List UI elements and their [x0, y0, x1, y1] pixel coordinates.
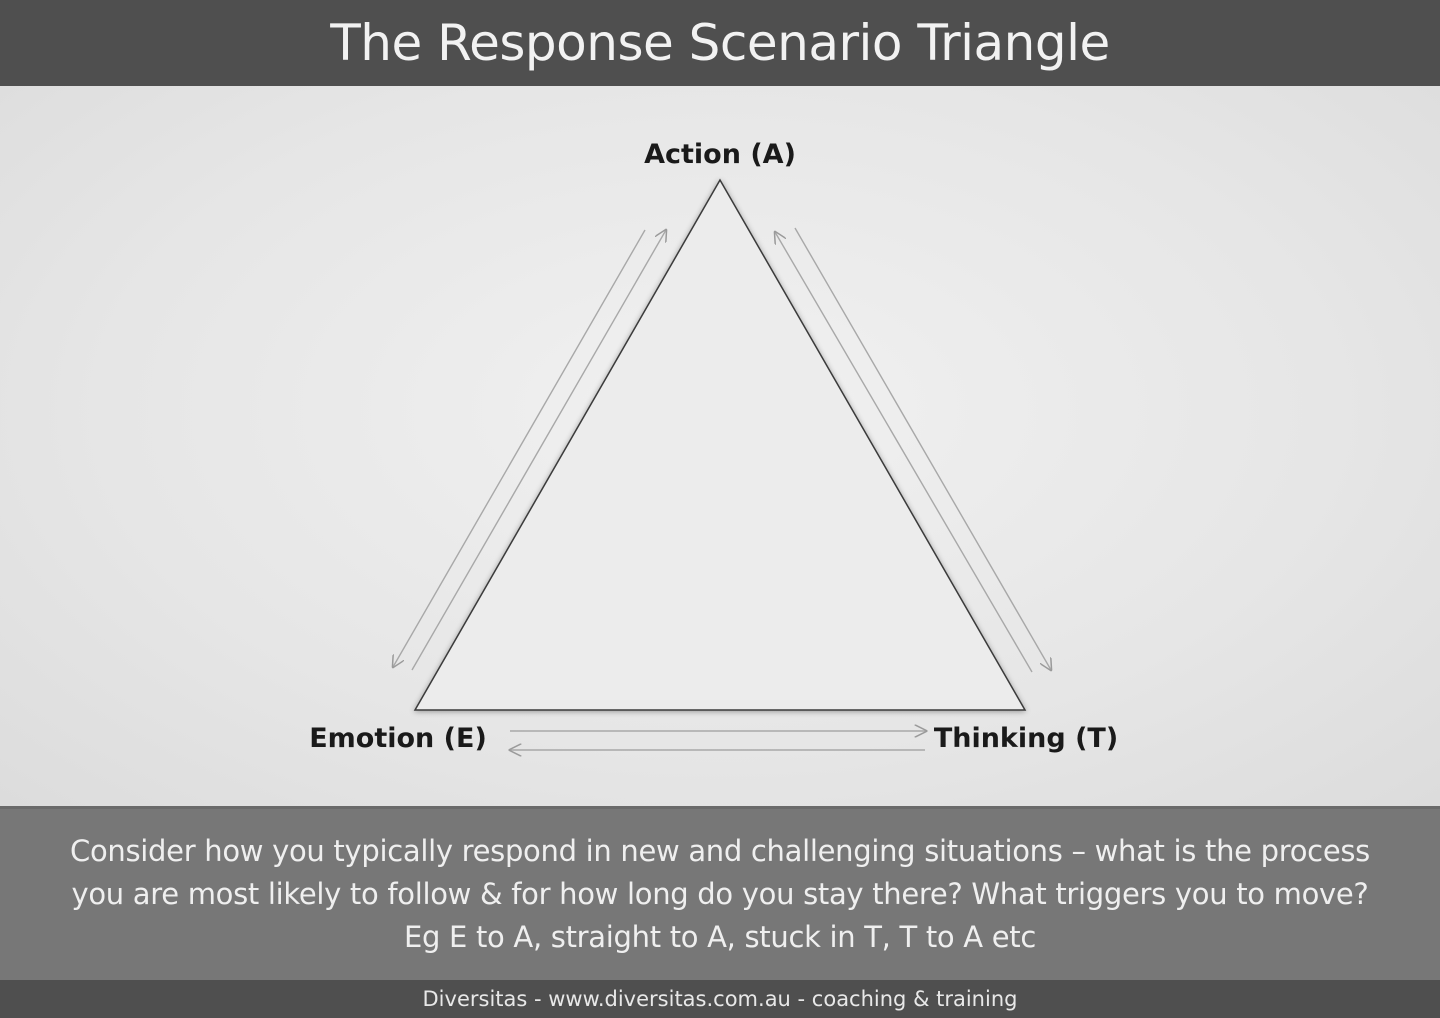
vertex-label-emotion: Emotion (E)	[309, 723, 487, 754]
footer-credit: Diversitas - www.diversitas.com.au - coa…	[422, 987, 1018, 1011]
arrow-emotion-to-action	[411, 230, 666, 671]
triangle-outline	[413, 178, 1027, 711]
reflection-prompt-box: Consider how you typically respond in ne…	[0, 806, 1440, 980]
prompt-line-1: Consider how you typically respond in ne…	[70, 834, 1370, 868]
prompt-line-3: Eg E to A, straight to A, stuck in T, T …	[403, 920, 1036, 954]
vertex-label-action: Action (A)	[644, 139, 796, 170]
arrow-thinking-to-action	[775, 232, 1033, 673]
page-title: The Response Scenario Triangle	[330, 14, 1110, 72]
title-bar: The Response Scenario Triangle	[0, 0, 1440, 86]
arrow-action-to-thinking	[794, 227, 1051, 670]
footer-bar: Diversitas - www.diversitas.com.au - coa…	[0, 980, 1440, 1018]
arrow-action-to-emotion	[393, 229, 646, 667]
prompt-line-2: you are most likely to follow & for how …	[71, 877, 1369, 911]
vertex-label-thinking: Thinking (T)	[934, 723, 1118, 754]
arrows-group	[393, 228, 1051, 750]
